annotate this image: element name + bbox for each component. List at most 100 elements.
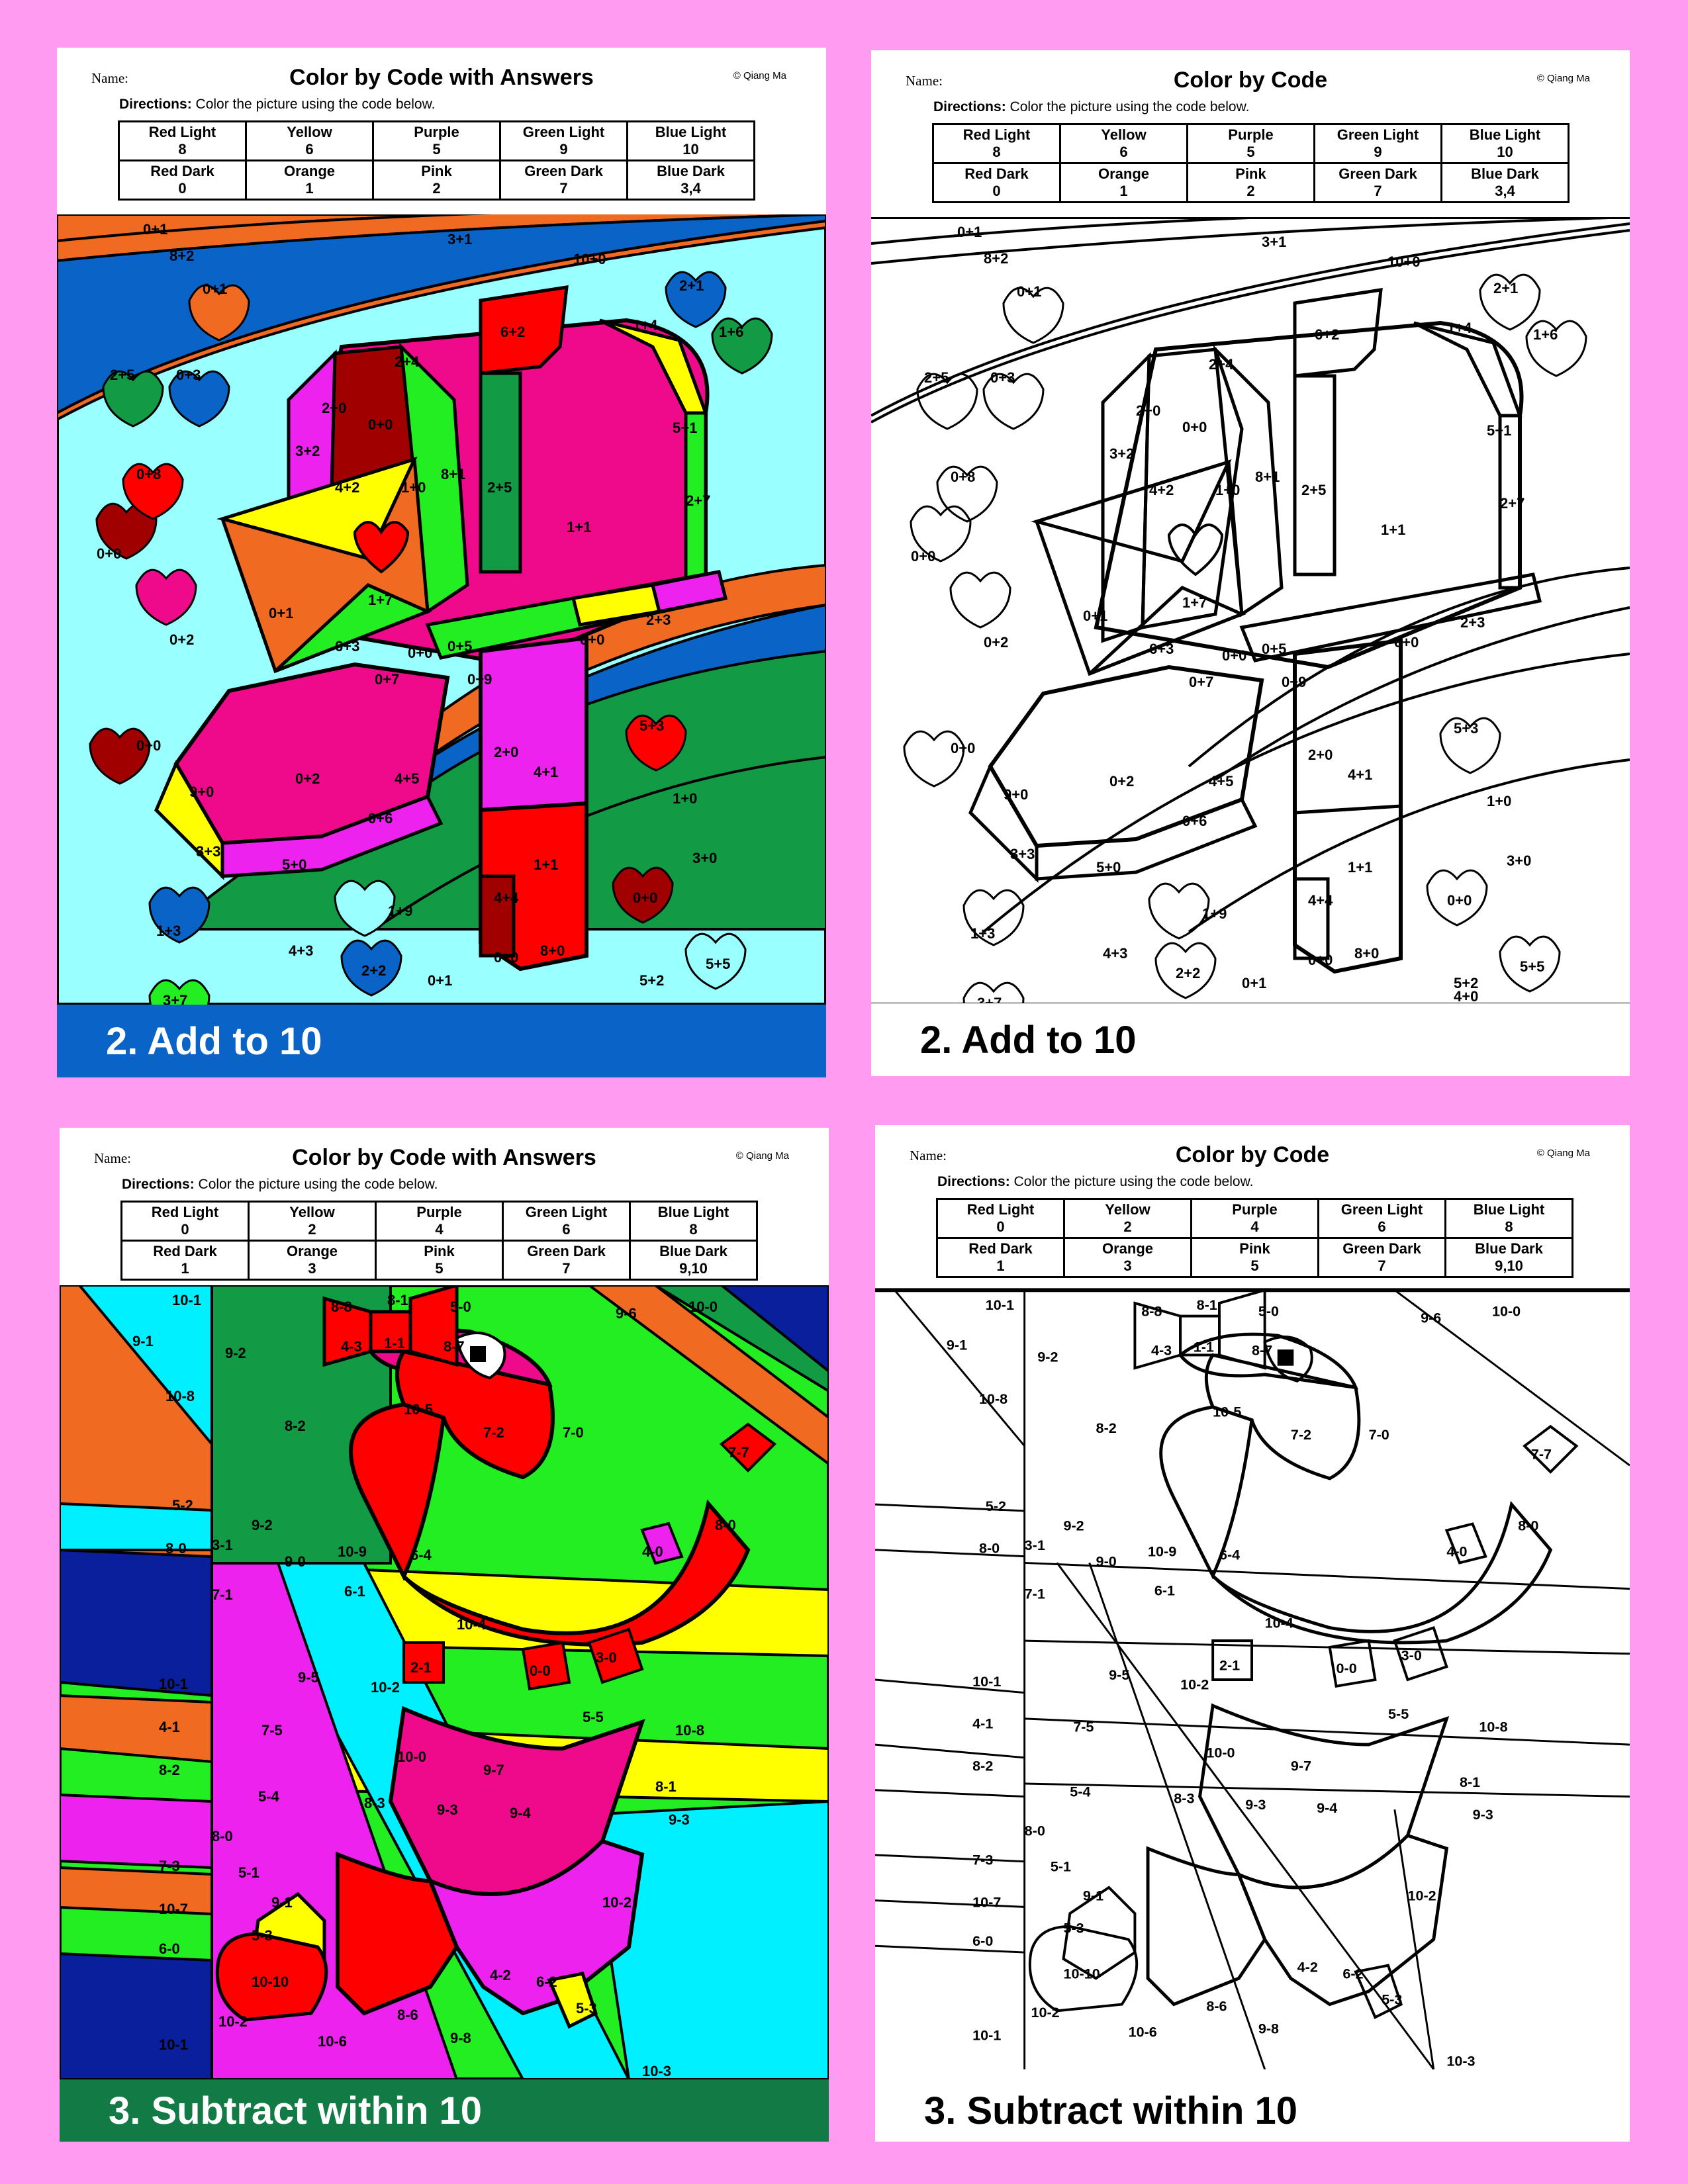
svg-text:7-2: 7-2 [483, 1424, 504, 1441]
svg-text:1+1: 1+1 [567, 519, 591, 535]
svg-text:8-2: 8-2 [972, 1757, 993, 1774]
svg-text:10-2: 10-2 [218, 2013, 248, 2030]
svg-text:1+3: 1+3 [156, 923, 181, 939]
svg-text:2+7: 2+7 [1500, 495, 1524, 512]
svg-text:0+5: 0+5 [1262, 641, 1286, 657]
svg-text:0+9: 0+9 [467, 671, 492, 688]
problem-labels: 10-1 9-1 9-2 8-8 8-1 5-0 4-3 1-1 8-7 9-6… [947, 1297, 1552, 2070]
svg-text:10+0: 10+0 [1387, 253, 1421, 270]
problem-labels: 0+1 8+2 3+1 10+0 2+1 1+4 1+6 2+5 0+3 0+1… [911, 224, 1558, 1007]
svg-text:6-4: 6-4 [1219, 1547, 1240, 1563]
svg-text:8-0: 8-0 [212, 1828, 233, 1844]
svg-text:9-2: 9-2 [225, 1345, 246, 1361]
svg-text:8-0: 8-0 [1025, 1822, 1045, 1839]
svg-text:5-5: 5-5 [583, 1709, 604, 1725]
svg-text:8-0: 8-0 [979, 1540, 1000, 1557]
svg-text:0+3: 0+3 [990, 369, 1015, 386]
svg-text:5-1: 5-1 [1051, 1858, 1071, 1874]
problem-labels: 0+1 8+2 3+1 10+0 2+1 1+4 1+6 2+5 0+3 0+1… [97, 221, 743, 1005]
svg-text:9-2: 9-2 [252, 1517, 273, 1533]
svg-text:7-7: 7-7 [728, 1444, 749, 1461]
svg-text:5-2: 5-2 [172, 1497, 193, 1514]
banner-text: 3. Subtract within 10 [924, 2089, 1297, 2132]
svg-text:6+3: 6+3 [335, 638, 359, 655]
copyright: © Qiang Ma [733, 70, 786, 81]
svg-text:10-2: 10-2 [602, 1894, 632, 1911]
svg-text:10-7: 10-7 [159, 1901, 188, 1917]
svg-text:10-1: 10-1 [159, 2036, 188, 2053]
copyright: © Qiang Ma [1536, 1148, 1590, 1159]
worksheet-title: Color by Code [1173, 68, 1328, 93]
svg-text:7-5: 7-5 [261, 1722, 283, 1739]
svg-text:10-8: 10-8 [1479, 1718, 1507, 1735]
svg-text:1+1: 1+1 [1381, 522, 1405, 538]
svg-text:6+2: 6+2 [1315, 326, 1339, 343]
svg-text:9-3: 9-3 [669, 1811, 690, 1828]
directions-text: Color the picture using the code below. [1009, 1174, 1254, 1189]
svg-text:7-7: 7-7 [1531, 1445, 1552, 1462]
svg-text:3+0: 3+0 [692, 850, 717, 866]
svg-text:4+4: 4+4 [1308, 892, 1333, 909]
svg-text:9+0: 9+0 [1004, 786, 1028, 803]
svg-text:10-0: 10-0 [397, 1749, 426, 1765]
svg-text:6-4: 6-4 [410, 1547, 432, 1563]
svg-text:3+7: 3+7 [163, 992, 187, 1005]
svg-text:1+0: 1+0 [1215, 482, 1240, 498]
svg-text:8-8: 8-8 [331, 1298, 352, 1315]
svg-text:1+7: 1+7 [368, 592, 393, 608]
svg-text:0+0: 0+0 [633, 889, 657, 906]
svg-text:4-1: 4-1 [159, 1719, 180, 1735]
svg-text:4+2: 4+2 [1149, 482, 1174, 498]
svg-text:0+0: 0+0 [97, 545, 121, 562]
svg-text:4+0: 4+0 [1454, 988, 1478, 1005]
svg-text:1+0: 1+0 [401, 479, 426, 496]
directions: Directions: Color the picture using the … [119, 97, 435, 113]
worksheet-banner: 2. Add to 10 [871, 1003, 1630, 1076]
svg-text:3+3: 3+3 [1010, 846, 1035, 862]
name-label: Name: [94, 1150, 131, 1166]
svg-text:10-8: 10-8 [165, 1388, 195, 1404]
svg-text:5-2: 5-2 [986, 1498, 1006, 1514]
svg-text:1+9: 1+9 [388, 903, 412, 919]
svg-text:7-3: 7-3 [159, 1858, 180, 1874]
svg-text:0+0: 0+0 [1222, 647, 1246, 664]
svg-text:1+6: 1+6 [719, 324, 743, 340]
svg-text:8-0: 8-0 [1518, 1517, 1538, 1533]
svg-text:10-5: 10-5 [1213, 1404, 1241, 1420]
svg-text:2+4: 2+4 [1209, 356, 1234, 373]
svg-text:9-1: 9-1 [132, 1333, 154, 1349]
svg-text:0+1: 0+1 [203, 281, 227, 297]
svg-text:4+2: 4+2 [335, 479, 359, 496]
svg-text:10+0: 10+0 [573, 251, 606, 267]
worksheet-add-answers: Name: Color by Code with Answers © Qiang… [57, 48, 826, 1077]
svg-text:3-0: 3-0 [596, 1649, 617, 1666]
svg-text:1+7: 1+7 [1182, 594, 1207, 611]
svg-text:4-1: 4-1 [972, 1715, 993, 1732]
svg-text:9-8: 9-8 [1258, 2021, 1279, 2037]
svg-text:1+1: 1+1 [534, 856, 558, 873]
svg-text:8-1: 8-1 [1197, 1297, 1217, 1313]
mailbox-picture: 0+1 8+2 3+1 10+0 2+1 1+4 1+6 2+5 0+3 0+1… [57, 214, 826, 1005]
svg-text:10-9: 10-9 [1148, 1543, 1176, 1560]
svg-text:1+0: 1+0 [1487, 793, 1511, 809]
svg-text:9-7: 9-7 [1291, 1757, 1311, 1774]
svg-text:9-3: 9-3 [437, 1801, 458, 1818]
